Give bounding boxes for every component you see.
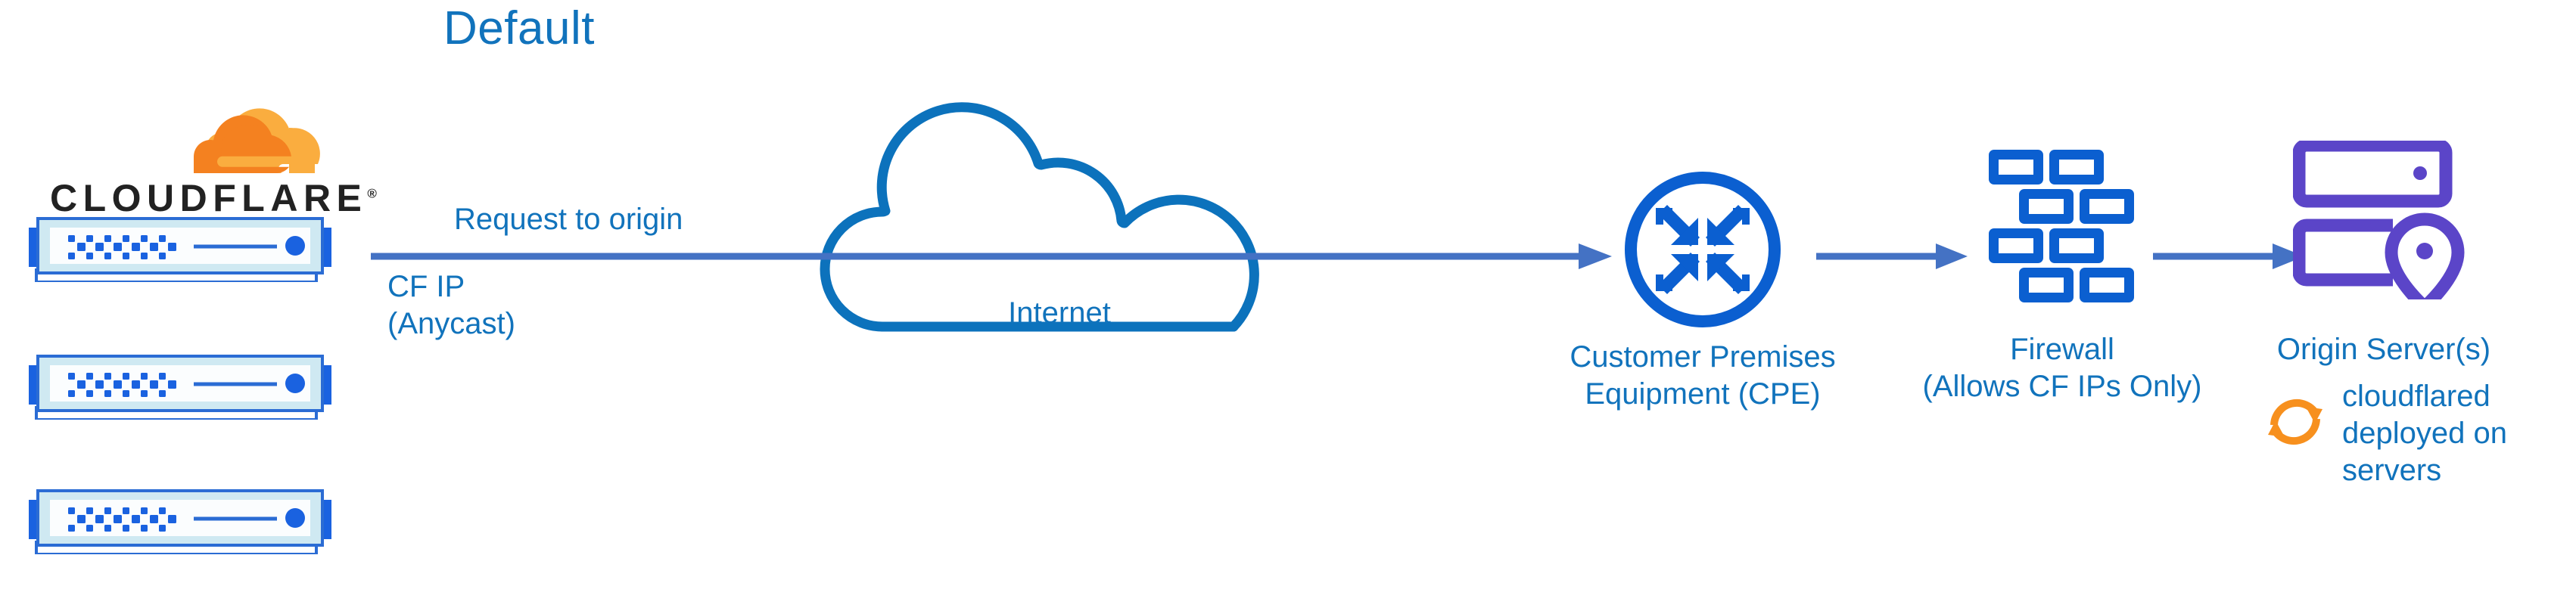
cloudflare-to-cpe-arrow xyxy=(371,240,1612,272)
firewall-label: Firewall (Allows CF IPs Only) xyxy=(1899,331,2225,405)
origin-server-label: Origin Server(s) xyxy=(2276,333,2491,366)
cpe-label-line-2: Equipment (CPE) xyxy=(1585,377,1821,411)
cpe-to-firewall-arrow xyxy=(1816,240,1968,272)
cloud-icon xyxy=(817,100,1302,334)
cloudflare-edge-server-3 xyxy=(21,489,339,556)
cf-ip-line-1: CF IP xyxy=(387,270,465,303)
circular-sync-arrows-icon xyxy=(2259,386,2332,458)
cloudflared-note-line-1: cloudflared xyxy=(2342,380,2490,413)
firewall-to-origin-arrow xyxy=(2153,240,2304,272)
internet-label: Internet xyxy=(1008,296,1111,330)
brick-wall-icon xyxy=(1975,144,2142,310)
cloudflared-note-line-2: deployed on xyxy=(2342,416,2507,450)
cloudflare-wordmark: CLOUDFLARE® xyxy=(50,176,377,220)
cloudflared-note-text: cloudflared deployed on servers xyxy=(2342,378,2562,488)
wordmark-text: CLOUDFLARE xyxy=(50,177,368,219)
registered-trademark-symbol: ® xyxy=(367,186,377,201)
cf-ip-line-2: (Anycast) xyxy=(387,306,515,340)
cloudflared-annotation: cloudflared deployed on servers xyxy=(2259,378,2576,522)
page-title: Default xyxy=(443,2,595,54)
cloudflare-brand-block: CLOUDFLARE® xyxy=(15,95,377,219)
request-to-origin-label: Request to origin xyxy=(454,203,683,236)
cpe-label: Customer Premises Equipment (CPE) xyxy=(1529,339,1877,413)
cloudflare-cloud-logo-icon xyxy=(176,95,334,179)
cpe-label-line-1: Customer Premises xyxy=(1570,340,1836,374)
firewall-label-line-1: Firewall xyxy=(2010,333,2114,366)
cloudflared-note-line-3: servers xyxy=(2342,453,2442,487)
firewall-label-line-2: (Allows CF IPs Only) xyxy=(1922,369,2202,403)
cf-ip-anycast-label: CF IP (Anycast) xyxy=(387,268,515,343)
cloudflare-edge-server-1 xyxy=(21,217,339,284)
server-with-location-pin-icon xyxy=(2292,138,2467,314)
cloudflare-edge-server-2 xyxy=(21,355,339,421)
router-four-arrows-icon xyxy=(1619,166,1786,333)
